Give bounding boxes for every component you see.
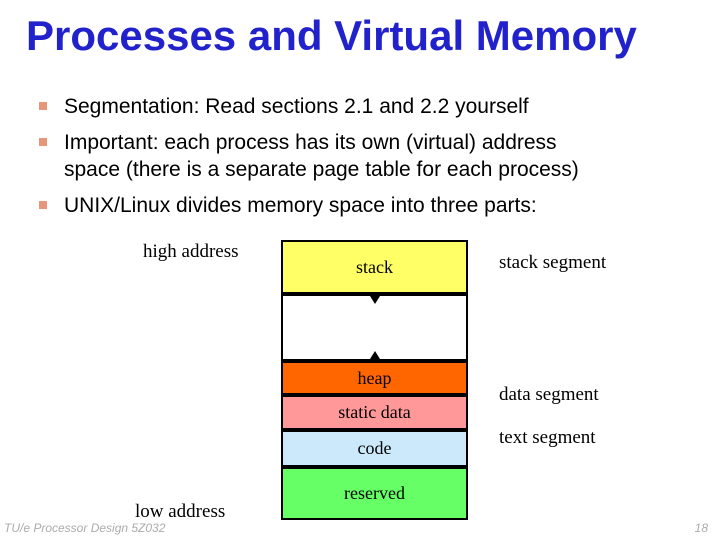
- bullet-text: UNIX/Linux divides memory space into thr…: [64, 194, 537, 217]
- segment-label: heap: [357, 367, 392, 388]
- low-address-label: low address: [135, 501, 226, 522]
- memory-segment-code: code: [281, 430, 468, 467]
- page-title: Processes and Virtual Memory: [26, 12, 637, 59]
- page-number: 18: [694, 521, 708, 535]
- memory-segment-free-space: [281, 294, 468, 361]
- segment-label: static data: [338, 402, 411, 422]
- segment-label: stack: [356, 256, 393, 277]
- bullet-square-icon: [39, 201, 47, 209]
- heap-growth-arrow-up-icon: [369, 351, 380, 359]
- memory-column: stack heap static data code reserved: [281, 240, 468, 520]
- list-item: UNIX/Linux divides memory space into thr…: [30, 192, 690, 219]
- segment-label: reserved: [344, 483, 405, 503]
- data-segment-label: data segment: [499, 384, 599, 405]
- list-item: Important: each process has its own (vir…: [30, 129, 690, 183]
- memory-segment-stack: stack: [281, 240, 468, 294]
- segment-label: code: [357, 438, 392, 458]
- bullet-text: Important: each process has its own (vir…: [64, 131, 579, 181]
- bullet-square-icon: [39, 138, 47, 146]
- bullet-square-icon: [39, 102, 47, 110]
- footer-course-label: TU/e Processor Design 5Z032: [4, 521, 166, 535]
- stack-growth-arrow-down-icon: [369, 296, 380, 304]
- memory-segment-static-data: static data: [281, 395, 468, 430]
- memory-segment-heap: heap: [281, 361, 468, 395]
- memory-segment-reserved: reserved: [281, 467, 468, 520]
- bullet-text: Segmentation: Read sections 2.1 and 2.2 …: [64, 95, 529, 118]
- high-address-label: high address: [143, 241, 239, 262]
- bullet-list: Segmentation: Read sections 2.1 and 2.2 …: [30, 93, 690, 228]
- text-segment-label: text segment: [499, 427, 596, 448]
- stack-segment-label: stack segment: [499, 252, 607, 273]
- list-item: Segmentation: Read sections 2.1 and 2.2 …: [30, 93, 690, 120]
